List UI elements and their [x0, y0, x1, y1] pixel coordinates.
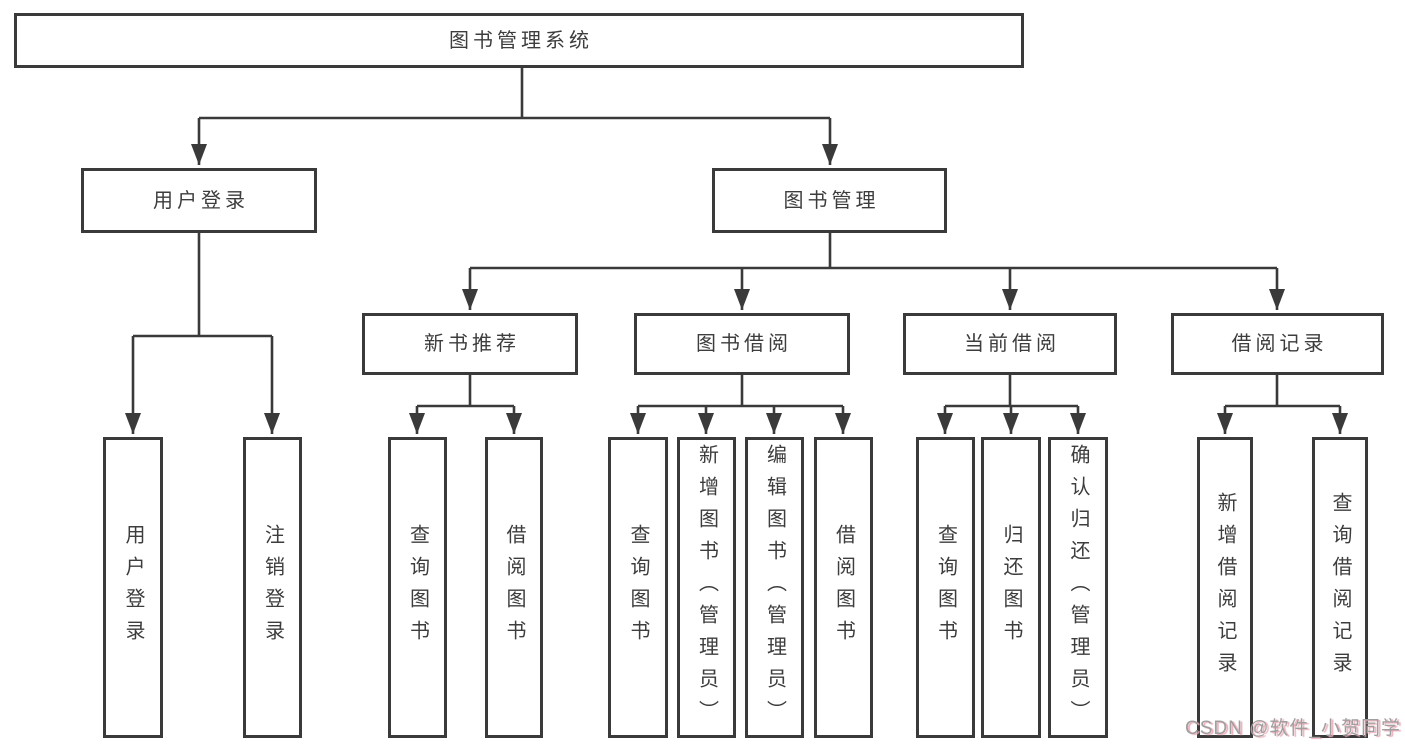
borrowing-connectors: [630, 375, 851, 434]
leaf-current-return-label: 归还图书: [1000, 523, 1022, 652]
leaf-records-query: 查询借阅记录: [1312, 437, 1368, 738]
node-borrowing-label: 图书借阅: [696, 333, 792, 355]
node-root: 图书管理系统: [14, 13, 1024, 68]
node-user-login-label: 用户登录: [153, 189, 249, 212]
node-records: 借阅记录: [1171, 313, 1384, 375]
leaf-records-add: 新增借阅记录: [1197, 437, 1253, 738]
leaf-logout: 注销登录: [243, 437, 302, 738]
leaf-borrowing-borrow-label: 借阅图书: [832, 523, 855, 652]
leaf-borrowing-query-label: 查询图书: [627, 523, 649, 652]
user-login-connectors: [125, 233, 280, 434]
leaf-current-query: 查询图书: [916, 437, 975, 738]
leaf-borrowing-query: 查询图书: [608, 437, 668, 738]
new-books-connectors: [409, 375, 522, 434]
leaf-borrowing-edit: 编辑图书（管理员）: [745, 437, 804, 738]
leaf-current-confirm: 确认归还（管理员）: [1048, 437, 1108, 738]
leaf-records-query-label: 查询借阅记录: [1329, 491, 1351, 684]
book-mgmt-connectors: [462, 233, 1285, 310]
leaf-logout-label: 注销登录: [261, 523, 284, 652]
leaf-newbooks-borrow: 借阅图书: [485, 437, 543, 738]
node-records-label: 借阅记录: [1231, 333, 1328, 355]
leaf-newbooks-query-label: 查询图书: [406, 523, 429, 652]
leaf-current-return: 归还图书: [981, 437, 1041, 738]
leaf-borrowing-borrow: 借阅图书: [814, 437, 873, 738]
root-connectors: [191, 68, 838, 165]
node-new-books-label: 新书推荐: [424, 333, 520, 355]
leaf-records-add-label: 新增借阅记录: [1214, 491, 1236, 684]
csdn-watermark: CSDN @软件_小贺同学: [1185, 718, 1401, 739]
node-borrowing: 图书借阅: [634, 313, 850, 375]
leaf-user-login: 用户登录: [103, 437, 163, 738]
node-new-books: 新书推荐: [362, 313, 578, 375]
node-root-label: 图书管理系统: [449, 29, 593, 52]
leaf-user-login-label: 用户登录: [122, 523, 144, 652]
node-current-borrow: 当前借阅: [903, 313, 1117, 375]
node-user-login: 用户登录: [81, 168, 317, 233]
current-borrow-connectors: [937, 375, 1086, 434]
leaf-current-confirm-label: 确认归还（管理员）: [1067, 443, 1089, 732]
node-book-mgmt-label: 图书管理: [783, 189, 880, 212]
node-book-mgmt: 图书管理: [712, 168, 947, 233]
leaf-newbooks-borrow-label: 借阅图书: [503, 523, 525, 652]
leaf-current-query-label: 查询图书: [934, 523, 957, 652]
leaf-newbooks-query: 查询图书: [388, 437, 447, 738]
leaf-borrowing-edit-label: 编辑图书（管理员）: [763, 443, 786, 732]
node-current-borrow-label: 当前借阅: [964, 333, 1060, 355]
leaf-borrowing-add: 新增图书（管理员）: [677, 437, 736, 738]
records-connectors: [1217, 375, 1348, 434]
leaf-borrowing-add-label: 新增图书（管理员）: [695, 443, 718, 732]
